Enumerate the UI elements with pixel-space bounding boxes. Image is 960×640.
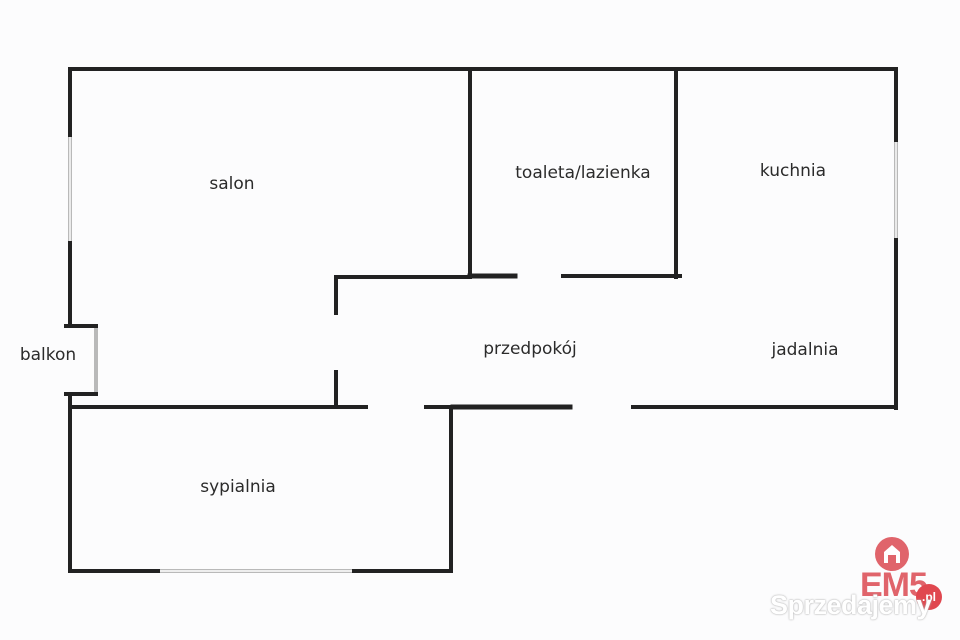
room-label-toaleta: toaleta/lazienka xyxy=(515,163,651,183)
watermark: Sprzedajemy xyxy=(770,590,932,620)
room-label-kuchnia: kuchnia xyxy=(759,161,827,181)
room-label-sypialnia: sypialnia xyxy=(200,477,276,497)
room-label-balkon: balkon xyxy=(19,345,77,365)
em5-logo: EM5 .pl xyxy=(858,532,958,632)
logo-suffix: .pl xyxy=(916,584,942,610)
room-label-salon: salon xyxy=(209,174,255,194)
house-icon xyxy=(875,537,909,571)
room-label-jadalnia: jadalnia xyxy=(771,340,839,360)
room-label-przedpokoj: przedpokój xyxy=(483,339,577,359)
